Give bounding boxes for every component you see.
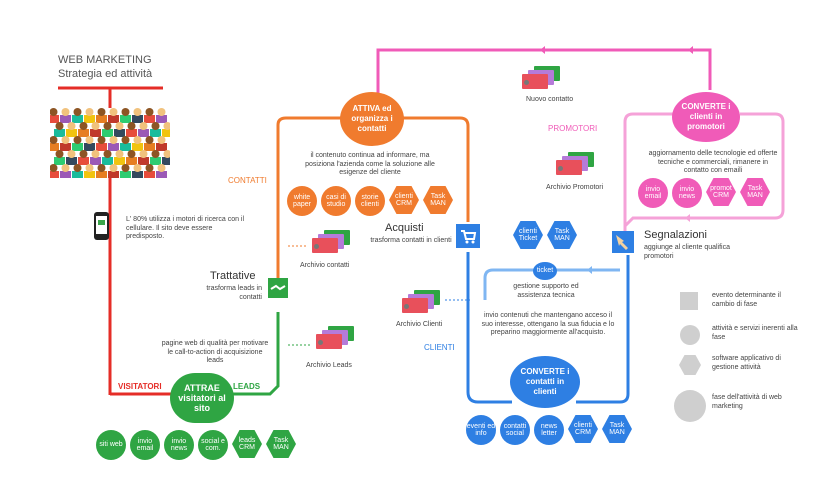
ticket-badge: ticket <box>533 262 557 280</box>
nuovo-contatto-label: Nuovo contatto <box>526 96 574 103</box>
archive-promotori-label: Archivio Promotori <box>546 184 604 191</box>
phone-note: L' 80% utilizza i motori di ricerca con … <box>126 216 245 240</box>
label-contatti: CONTATTI <box>228 176 267 185</box>
archive-leads-cards <box>316 326 360 352</box>
archive-clienti-label: Archivio Clienti <box>396 321 443 328</box>
legend-text-2: software applicativo di gestione attivit… <box>712 355 781 371</box>
legend-square-icon <box>680 292 698 310</box>
legend-hex-icon <box>679 355 701 375</box>
legend-circle-icon <box>680 325 700 345</box>
segnalazioni-desc: aggiunge al cliente qualifica promotori <box>644 244 731 260</box>
archive-clienti-cards <box>402 290 446 316</box>
promotori-item-3: Task MAN <box>740 178 770 206</box>
attiva-item-0: white paper <box>287 186 317 216</box>
archive-leads-label: Archivio Leads <box>306 362 352 369</box>
archive-contatti-label: Archivio contatti <box>300 262 350 269</box>
label-promotori: PROMOTORI <box>548 124 598 133</box>
handshake-icon <box>268 278 288 298</box>
smartphone-icon <box>94 212 109 240</box>
acquisti-desc: trasforma contatti in clienti <box>370 237 452 244</box>
attiva-item-2: storie clienti <box>355 186 385 216</box>
trattative-title: Trattative <box>210 270 256 282</box>
cart-icon <box>456 224 480 248</box>
converte-item-2: news letter <box>534 415 564 445</box>
ticket-description: gestione supporto ed assistenza tecnica <box>513 283 579 299</box>
attrae-item-1: invio email <box>130 430 160 460</box>
legend-text-1: attività e servizi inerenti alla fase <box>712 325 798 341</box>
converte-item-0: eventi ed info <box>466 415 496 445</box>
label-visitatori: VISITATORI <box>118 382 162 391</box>
pages-description: pagine web di qualità per motivare le ca… <box>161 340 269 364</box>
attiva-item-3: clienti CRM <box>389 186 419 214</box>
header-title: WEB MARKETING <box>58 54 152 66</box>
phase-converte-promotori-label: CONVERTE i clienti in promotori <box>681 102 731 131</box>
attiva-item-4: Task MAN <box>423 186 453 214</box>
header-subtitle: Strategia ed attività <box>58 68 153 80</box>
phase-attrae-label: ATTRAE visitatori al sito <box>178 383 226 413</box>
attrae-item-0: siti web <box>96 430 126 460</box>
legend-text-0: evento determinante il cambio di fase <box>712 292 781 308</box>
legend-text-3: fase dell'attività di web marketing <box>712 394 782 410</box>
phase-attrae: ATTRAE visitatori al sito <box>170 373 234 423</box>
attrae-item-2: invio news <box>164 430 194 460</box>
crowd-image <box>48 108 173 179</box>
segnalazioni-title: Segnalazioni <box>644 229 707 241</box>
attiva-description: il contenuto continua ad informare, ma p… <box>305 152 435 176</box>
clienti-description: invio contenuti che mantengano acceso il… <box>481 312 615 336</box>
acquisti-title: Acquisti <box>385 222 424 234</box>
attiva-item-1: casi di studio <box>321 186 351 216</box>
archive-contatti-cards <box>312 230 356 256</box>
phase-attiva: ATTIVA ed organizza i contatti <box>340 92 404 146</box>
phase-converte-clienti-label: CONVERTE i contatti in clienti <box>520 367 570 396</box>
trattative-desc: trasforma leads in contatti <box>206 285 262 301</box>
promotori-description: aggiornamento delle tecnologie ed offert… <box>648 150 778 174</box>
nuovo-contatto-cards <box>522 66 566 92</box>
label-leads: LEADS <box>233 382 261 391</box>
promotori-item-1: invio news <box>672 178 702 208</box>
attrae-item-3: social e com. <box>198 430 228 460</box>
archive-promotori-cards <box>556 152 600 178</box>
legend-bigcircle-icon <box>674 390 706 422</box>
ticket-item-1: Task MAN <box>547 221 577 249</box>
promotori-item-2: promot CRM <box>706 178 736 206</box>
phase-converte-clienti: CONVERTE i contatti in clienti <box>510 356 580 408</box>
converte-item-1: contatti social <box>500 415 530 445</box>
phase-attiva-label: ATTIVA ed organizza i contatti <box>351 104 393 133</box>
promotori-item-0: invio email <box>638 178 668 208</box>
phase-converte-promotori: CONVERTE i clienti in promotori <box>672 92 740 142</box>
pointing-hand-icon <box>612 231 634 253</box>
ticket-item-0: clienti Ticket <box>513 221 543 249</box>
label-clienti: CLIENTI <box>424 343 455 352</box>
